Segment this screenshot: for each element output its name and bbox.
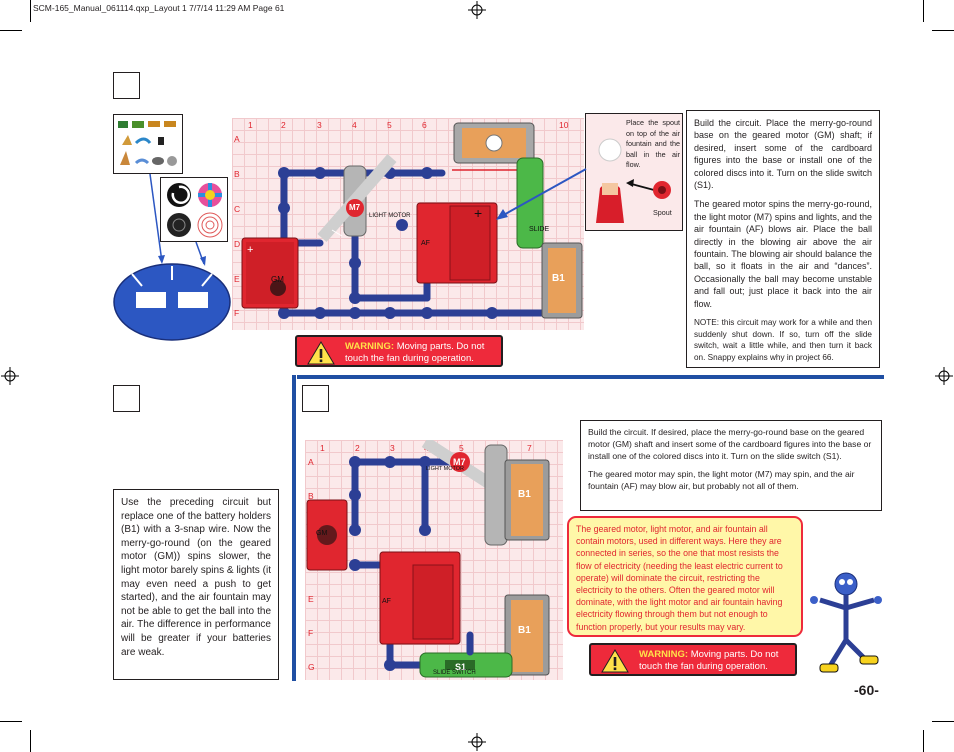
instructions-note: NOTE: this circuit may work for a while …	[694, 318, 872, 362]
grid-column-label: 1	[320, 443, 325, 453]
crop-mark	[932, 30, 954, 31]
crop-mark	[923, 730, 924, 752]
snappy-note-text: The geared motor, light motor, and air f…	[576, 524, 783, 632]
section-divider	[292, 375, 296, 681]
spout-label: Spout	[653, 208, 672, 217]
top-project-instructions: Build the circuit. Place the merry-go-ro…	[686, 110, 880, 368]
part-label-af: AF	[382, 598, 391, 605]
part-label-m7: M7	[349, 203, 361, 212]
grid-row-label: A	[308, 457, 314, 467]
grid-row-label: D	[234, 239, 241, 249]
grid-column-label: 3	[390, 443, 395, 453]
grid-row-label: A	[234, 134, 240, 144]
grid-column-label: 6	[422, 120, 427, 130]
pointer-arrow	[149, 173, 206, 266]
warning-icon	[601, 649, 629, 673]
spout-caption: Place the spout on top of the air founta…	[626, 118, 680, 169]
grid-column-label: 1	[248, 120, 253, 130]
warning-text: Moving parts. Do not touch the fan durin…	[639, 649, 779, 672]
grid-column-label: 4	[352, 120, 357, 130]
cardboard-figures-panel	[113, 114, 183, 174]
spout-callout: Place the spout on top of the air founta…	[585, 113, 683, 231]
instructions-paragraph: The geared motor may spin, the light mot…	[588, 469, 855, 492]
grid-column-label: 2	[281, 120, 286, 130]
part-label-gm: GM	[316, 530, 328, 537]
snappy-explanation: The geared motor, light motor, and air f…	[567, 516, 803, 637]
registration-mark-icon	[935, 367, 953, 385]
grid-row-label: B	[234, 169, 240, 179]
svg-text:+: +	[474, 205, 482, 221]
circuit-diagram-bottom	[306, 440, 550, 678]
part-label-m7: M7	[453, 457, 466, 467]
crop-mark	[0, 30, 22, 31]
snappy-mascot-icon	[810, 572, 882, 673]
callout-arrow	[496, 168, 587, 220]
project-number-box	[113, 385, 140, 412]
registration-mark-icon	[468, 1, 486, 19]
project-number-box	[113, 72, 140, 99]
grid-column-label: 3	[317, 120, 322, 130]
grid-row-label: E	[308, 594, 314, 604]
grid-row-label: F	[234, 308, 240, 318]
grid-row-label: E	[234, 274, 240, 284]
instructions-paragraph: The geared motor spins the merry-go-roun…	[694, 199, 872, 309]
page-number: -60-	[854, 682, 879, 698]
file-slug: SCM-165_Manual_061114.qxp_Layout 1 7/7/1…	[33, 3, 285, 13]
warning-banner: WARNING: Moving parts. Do not touch the …	[295, 335, 503, 367]
part-label-b1: B1	[518, 625, 531, 636]
grid-row-label: F	[308, 628, 314, 638]
grid-row-label: G	[308, 662, 315, 672]
crop-mark	[0, 721, 22, 722]
warning-text: Moving parts. Do not touch the fan durin…	[345, 341, 485, 364]
instructions-paragraph: Use the preceding circuit but replace on…	[121, 497, 271, 658]
registration-mark-icon	[468, 733, 486, 751]
grid-row-label: C	[234, 204, 241, 214]
part-label-slide-switch: SLIDE SWITCH	[433, 670, 476, 676]
part-label-gm: GM	[271, 275, 284, 284]
grid-column-label: 7	[527, 443, 532, 453]
grid-row-label: B	[308, 491, 314, 501]
part-label-b1: B1	[552, 273, 565, 284]
warning-label: WARNING:	[639, 649, 689, 660]
grid-column-label: 2	[355, 443, 360, 453]
merry-go-round-base	[113, 263, 231, 341]
grid-column-label: 10	[559, 120, 569, 130]
crop-mark	[932, 721, 954, 722]
svg-text:+: +	[247, 244, 253, 256]
warning-label: WARNING:	[345, 341, 395, 352]
part-label-s1: S1	[455, 662, 467, 672]
left-project-instructions: Use the preceding circuit but replace on…	[113, 489, 279, 680]
part-label-slide: SLIDE	[529, 226, 550, 233]
part-label-light-motor: LIGHT MOTOR	[369, 213, 411, 219]
part-label-b1: B1	[518, 489, 531, 500]
part-label-light-motor: LIGHT MOTOR	[426, 466, 464, 472]
warning-icon	[307, 341, 335, 365]
crop-mark	[30, 730, 31, 752]
crop-mark	[923, 0, 924, 22]
grid-column-label: 5	[459, 443, 464, 453]
colored-discs-panel	[160, 177, 228, 242]
grid-column-label: 5	[387, 120, 392, 130]
section-divider	[297, 375, 884, 379]
registration-mark-icon	[1, 367, 19, 385]
right-project-instructions: Build the circuit. If desired, place the…	[580, 420, 882, 511]
warning-banner: WARNING: Moving parts. Do not touch the …	[589, 643, 797, 676]
part-label-af: AF	[421, 240, 430, 247]
project-number-box	[302, 385, 329, 412]
crop-mark	[30, 0, 31, 22]
circuit-diagram-top: + +	[241, 122, 583, 319]
instructions-paragraph: Build the circuit. If desired, place the…	[588, 427, 872, 461]
instructions-paragraph: Build the circuit. Place the merry-go-ro…	[694, 118, 872, 191]
